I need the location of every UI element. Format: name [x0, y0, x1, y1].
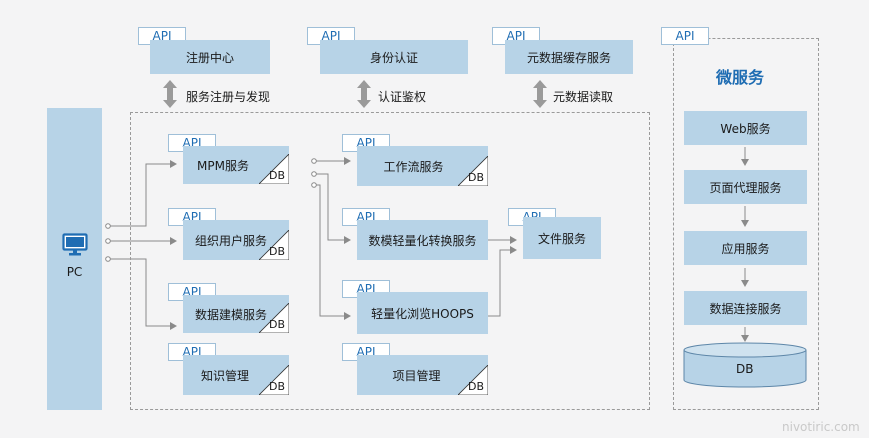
app-service-box: 应用服务	[684, 231, 807, 265]
identity-auth-box: 身份认证	[320, 40, 468, 74]
project-mgmt-label: 项目管理	[392, 368, 441, 383]
watermark-text: nivotiric.com	[782, 420, 860, 434]
service-group-container	[130, 112, 650, 410]
datamodel-db-tag: DB	[259, 303, 289, 333]
orguser-db-tag: DB	[259, 230, 289, 260]
metadata-link-label: 元数据读取	[553, 90, 614, 104]
microservice-title: 微服务	[716, 68, 765, 87]
data-connection-service-box: 数据连接服务	[684, 291, 807, 325]
double-arrow-metadata	[533, 80, 547, 108]
mpm-service-label: MPM服务	[197, 158, 249, 173]
project-mgmt-box: 项目管理 DB	[357, 355, 488, 395]
workflow-db-tag: DB	[458, 156, 488, 186]
org-user-service-box: 组织用户服务 DB	[183, 220, 289, 260]
project-db-tag: DB	[458, 365, 488, 395]
data-model-service-label: 数据建模服务	[194, 307, 267, 322]
workflow-service-box: 工作流服务 DB	[357, 146, 488, 186]
metadata-cache-box: 元数据缓存服务	[505, 40, 633, 74]
knowledge-mgmt-label: 知识管理	[200, 368, 249, 383]
double-arrow-identity	[357, 80, 371, 108]
knowledge-mgmt-box: 知识管理 DB	[183, 355, 289, 395]
workflow-service-label: 工作流服务	[383, 159, 444, 174]
identity-link-label: 认证鉴权	[378, 90, 427, 104]
web-service-box: Web服务	[684, 111, 807, 145]
registry-link-label: 服务注册与发现	[186, 90, 271, 104]
api-tag-microservice: API	[661, 27, 709, 45]
double-arrow-registry	[163, 80, 177, 108]
mpm-service-box: MPM服务 DB	[183, 146, 289, 184]
hoops-viewer-box: 轻量化浏览HOOPS	[357, 292, 488, 334]
page-proxy-service-box: 页面代理服务	[684, 170, 807, 204]
data-model-service-box: 数据建模服务 DB	[183, 295, 289, 333]
lightweight-convert-box: 数模轻量化转换服务	[357, 220, 488, 260]
org-user-service-label: 组织用户服务	[194, 233, 267, 248]
pc-label: PC	[66, 265, 83, 279]
monitor-icon	[61, 233, 88, 256]
registry-center-box: 注册中心	[150, 40, 270, 74]
knowledge-db-tag: DB	[259, 365, 289, 395]
mpm-db-tag: DB	[259, 154, 289, 184]
pc-client-box: PC	[47, 108, 102, 410]
microservice-container	[673, 38, 819, 410]
file-service-box: 文件服务	[523, 217, 601, 259]
micro-db-label: DB	[736, 362, 754, 376]
